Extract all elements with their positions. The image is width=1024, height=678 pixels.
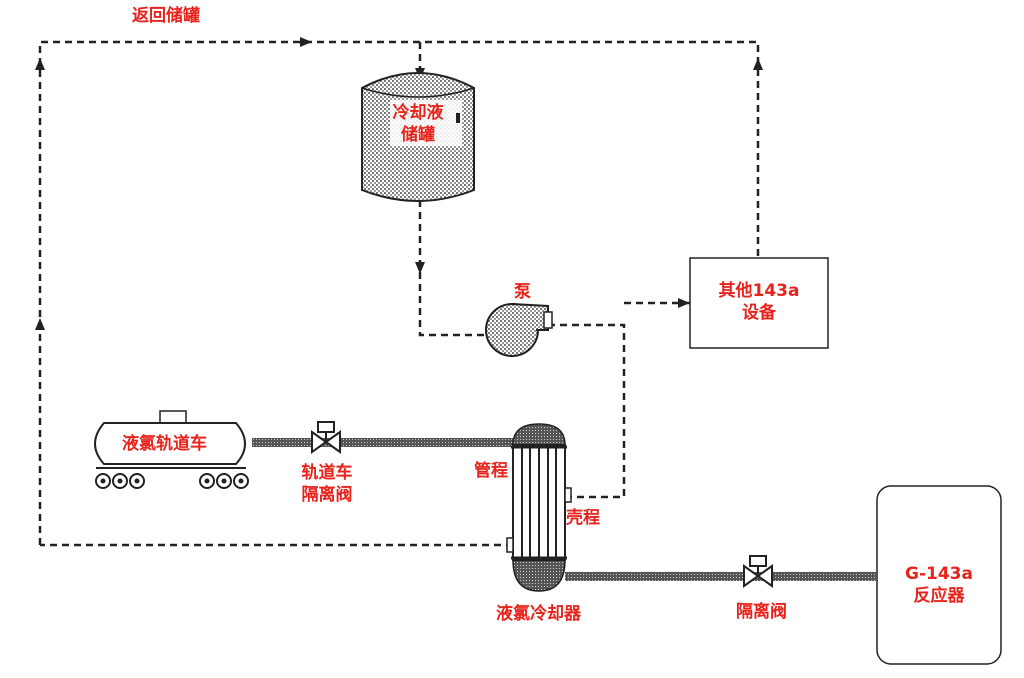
isolation-valve-label: 隔离阀 xyxy=(736,602,787,622)
pump-label: 泵 xyxy=(514,282,531,302)
other-143a-equipment-box xyxy=(689,257,829,349)
reactor-valve-icon xyxy=(743,555,773,588)
reactor-label-line2: 反应器 xyxy=(913,586,965,606)
pump-suction-line xyxy=(418,200,488,337)
return-to-tank-label: 返回储罐 xyxy=(132,6,200,26)
arrow-down-suction xyxy=(415,262,425,274)
rail-valve-label: 轨道车 隔离阀 xyxy=(290,462,364,506)
rail-valve-label-line2: 隔离阀 xyxy=(301,485,353,505)
other-equipment-label-line1: 其他143a xyxy=(718,281,800,301)
reactor-label: G-143a 反应器 xyxy=(877,563,1001,607)
pump-discharge-line xyxy=(548,323,626,499)
heat-exchanger-icon xyxy=(506,423,572,592)
arrow-up-right xyxy=(753,58,763,70)
other-equipment-label: 其他143a 设备 xyxy=(690,280,828,324)
rail-valve-label-line1: 轨道车 xyxy=(301,463,353,483)
other-equipment-label-line2: 设备 xyxy=(742,303,776,323)
rail-tank-car-icon xyxy=(94,410,249,489)
chlorine-pipes xyxy=(252,438,877,581)
coolant-tank-label-line1: 冷却液 xyxy=(392,103,444,123)
reactor-label-line1: G-143a xyxy=(905,564,973,584)
shell-side-label: 壳程 xyxy=(566,508,600,528)
coolant-tank-label: 冷却液 储罐 xyxy=(380,102,456,146)
arrow-up-left-top xyxy=(35,58,45,70)
coolant-storage-tank xyxy=(361,72,475,202)
rail-car-label: 液氯轨道车 xyxy=(122,434,207,454)
arrow-right-top xyxy=(300,37,312,47)
cooler-label: 液氯冷却器 xyxy=(496,604,581,624)
railcar-valve-icon xyxy=(311,421,341,454)
pump-icon xyxy=(485,303,553,357)
tube-side-label: 管程 xyxy=(474,461,508,481)
arrow-right-equipment xyxy=(678,298,690,308)
coolant-tank-label-line2: 储罐 xyxy=(401,125,435,145)
arrow-up-left-mid xyxy=(35,318,45,330)
